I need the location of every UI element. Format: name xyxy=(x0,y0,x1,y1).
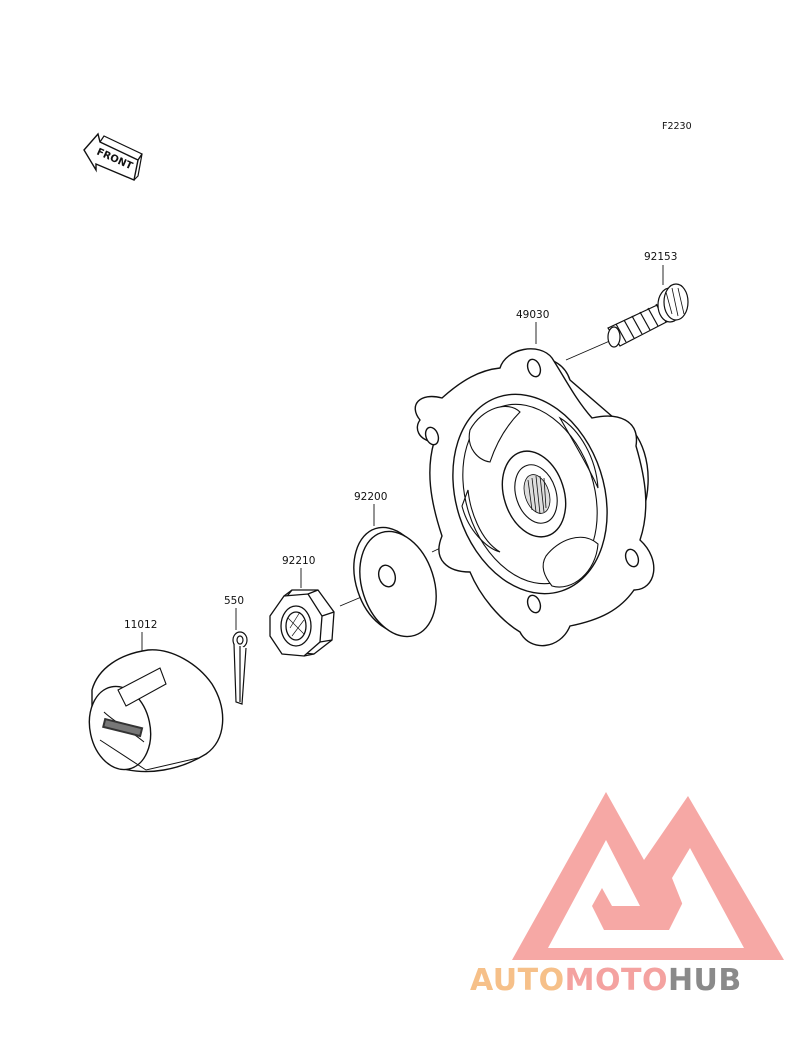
kawasaki-logo-icon xyxy=(102,717,144,738)
hub-49030 xyxy=(414,348,655,647)
hub-spline-bore xyxy=(523,474,551,515)
cap-11012 xyxy=(88,649,224,773)
part-label-92153: 92153 xyxy=(644,251,677,285)
front-arrow-icon: FRONT xyxy=(83,132,143,181)
part-label-92210: 92210 xyxy=(282,555,315,588)
svg-text:92210: 92210 xyxy=(282,555,315,567)
wordmark-moto: MOTO xyxy=(564,963,668,998)
automotohub-logo-icon xyxy=(512,792,784,960)
hub-bolt-92153 xyxy=(607,283,689,348)
cotter-pin-550 xyxy=(232,631,248,705)
svg-text:550: 550 xyxy=(224,595,244,607)
wordmark-hub: HUB xyxy=(667,963,742,998)
automotohub-wordmark: AUTOMOTOHUB xyxy=(470,963,800,1003)
wordmark-auto: AUTO xyxy=(470,963,565,998)
part-label-92200: 92200 xyxy=(354,491,387,526)
part-label-49030: 49030 xyxy=(516,309,549,344)
diagram-ref-code: F2230 xyxy=(662,121,692,132)
nut-92210 xyxy=(269,589,335,657)
svg-text:92200: 92200 xyxy=(354,491,387,503)
svg-text:11012: 11012 xyxy=(124,619,157,631)
part-label-11012: 11012 xyxy=(124,619,157,652)
part-label-550: 550 xyxy=(224,595,244,630)
washer-92200 xyxy=(353,526,437,638)
svg-text:92153: 92153 xyxy=(644,251,677,263)
svg-text:49030: 49030 xyxy=(516,309,549,321)
